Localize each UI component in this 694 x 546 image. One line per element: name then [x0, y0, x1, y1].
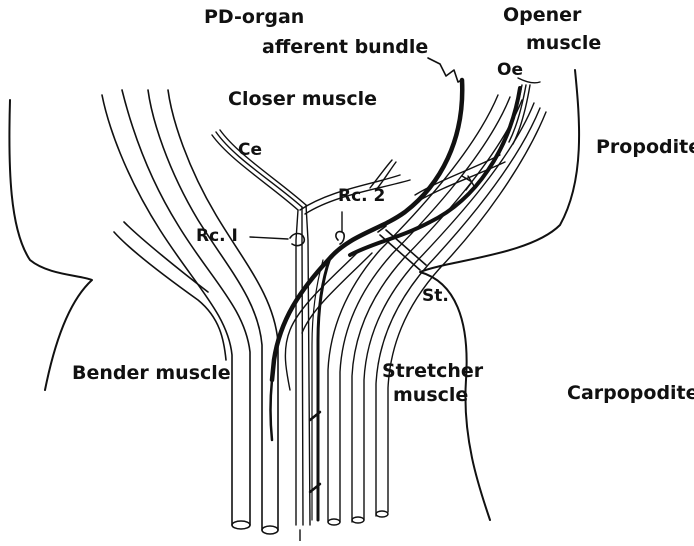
- exoskeleton-left-outline: [9, 100, 92, 390]
- afferent-bundle-label: afferent bundle: [262, 38, 428, 57]
- rc1-label: Rc. I: [196, 228, 238, 245]
- pd-organ-label: PD-organ: [204, 8, 304, 27]
- stretcher-muscle-tubes: [285, 95, 546, 525]
- afferent-bundle-pointer: [428, 58, 462, 82]
- rc2-label: Rc. 2: [338, 188, 385, 205]
- carpopodite-label: Carpopodite: [567, 384, 694, 403]
- stretcher-muscle-label: muscle: [393, 386, 468, 405]
- bender-muscle-label: Bender muscle: [72, 364, 231, 383]
- closer-muscle-label: Closer muscle: [228, 90, 377, 109]
- opener-muscle-label: muscle: [526, 34, 601, 53]
- pd-afferent-bundle-lower: [271, 380, 273, 440]
- ce-label: Ce: [238, 142, 262, 159]
- st-label: St.: [422, 288, 449, 305]
- rc2-receptor: [336, 232, 344, 244]
- opener-label: Opener: [503, 6, 581, 25]
- oe-label: Oe: [497, 62, 523, 79]
- rc1-leader-line: [250, 237, 288, 239]
- pd-afferent-bundle: [272, 80, 462, 380]
- stretcher-label: Stretcher: [382, 362, 483, 381]
- propodite-label: Propodite: [596, 138, 694, 157]
